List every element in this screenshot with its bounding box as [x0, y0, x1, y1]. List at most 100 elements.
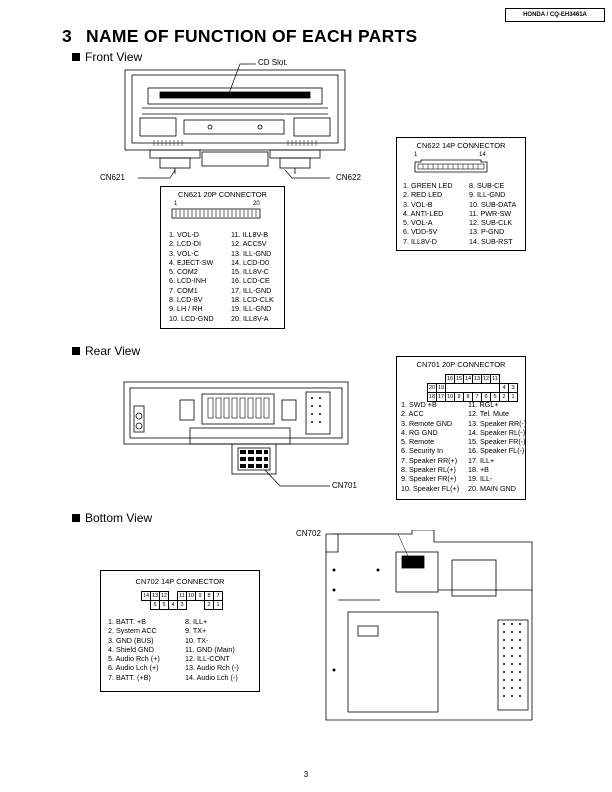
cn622-pin: 11. PWR-SW [469, 208, 512, 218]
cn622-pin: 10. SUB-DATA [469, 199, 517, 209]
grid-cell: 13 [472, 374, 482, 384]
cn701-pin: 4. RG GND [401, 427, 438, 437]
cn701-pin: 19. ILL- [468, 474, 493, 484]
bottom-view-drawing [325, 530, 533, 721]
grid-cell: 14 [141, 591, 151, 601]
grid-cell: 15 [454, 374, 464, 384]
grid-cell: 1 [213, 600, 223, 610]
cn702-pin: 11. GND (Main) [185, 644, 235, 654]
cn622-pin: 1. GREEN LED [403, 181, 453, 190]
cn621-pin: 11. ILL8V-B [231, 230, 269, 239]
cn702-pin: 4. Shield GND [108, 644, 154, 654]
cn701-connector-box: CN701 20P CONNECTOR 16 15 14 13 12 11 20… [396, 356, 526, 500]
cn701-pin: 17. ILL+ [468, 455, 495, 465]
cn702-label: CN702 [296, 529, 321, 538]
cn622-pin: 2. RED LED [403, 190, 443, 200]
grid-cell: 6 [150, 600, 160, 610]
grid-cell: 9 [195, 591, 205, 601]
square-bullet-icon [72, 53, 80, 61]
grid-cell: 19 [436, 383, 446, 393]
cn621-pin: 6. LCD-INH [169, 276, 207, 286]
square-bullet-icon [72, 347, 80, 355]
rear-view-heading: Rear View [72, 344, 140, 358]
cn702-pin: 1. BATT. +B [108, 617, 147, 626]
cn621-pin: 13. ILL-GND [231, 248, 272, 258]
model-tag: HONDA / CQ-EH3461A [505, 8, 605, 22]
grid-cell: 12 [159, 591, 169, 601]
cn621-pins-left: 1. VOL-D 2. LCD-DI 3. VOL-C 4. EJECT-SW … [169, 230, 214, 323]
cn621-pin: 9. LH / RH [169, 304, 203, 314]
grid-cell: 4 [499, 383, 509, 393]
cn622-pin-last: 14 [479, 152, 486, 158]
cn622-pins-right: 8. SUB-CE 9. ILL-GND 10. SUB-DATA 11. PW… [469, 181, 516, 246]
cn622-connector-box: CN622 14P CONNECTOR 1 14 1. GREEN LED 2.… [396, 137, 526, 251]
cn621-label: CN621 [100, 173, 125, 182]
grid-cell: 11 [490, 374, 500, 384]
cn701-pin: 15. Speaker FR(-) [468, 437, 526, 447]
cn701-pin: 5. Remote [401, 437, 435, 447]
cn702-pin: 5. Audio Rch (+) [108, 654, 160, 664]
cn701-pins-right: 11. RGL+ 12. Tel. Mute 13. Speaker RR(-)… [468, 400, 526, 493]
cn702-connector-box: CN702 14P CONNECTOR 14 13 12 11 10 9 8 7… [100, 570, 260, 692]
cn702-pins-right: 8. ILL+ 9. TX+ 10. TX- 11. GND (Main) 12… [185, 617, 239, 682]
cn702-pin: 8. ILL+ [185, 617, 208, 626]
bottom-view-heading: Bottom View [72, 511, 152, 525]
cn701-pin: 11. RGL+ [468, 400, 499, 409]
grid-cell [491, 384, 500, 393]
cn621-pin: 5. COM2 [169, 267, 198, 277]
cn702-pin: 2. System ACC [108, 626, 157, 636]
cn701-title: CN701 20P CONNECTOR [416, 360, 506, 369]
rear-view-drawing [123, 381, 349, 487]
grid-cell: 20 [427, 383, 437, 393]
cn702-pin: 10. TX- [185, 635, 209, 645]
cn621-pin: 16. LCD-CE [231, 276, 270, 286]
cn701-pin: 1. SWD +B [401, 400, 437, 409]
cn702-pin: 12. ILL-CONT [185, 654, 230, 664]
cn701-pin: 6. Security In [401, 446, 443, 456]
cn701-pin: 2. ACC [401, 409, 424, 419]
cn621-pins-right: 11. ILL8V-B 12. ACC5V 13. ILL-GND 14. LC… [231, 230, 274, 323]
cn702-pins-left: 1. BATT. +B 2. System ACC 3. GND (BUS) 4… [108, 617, 160, 682]
grid-cell: 7 [213, 591, 223, 601]
cn622-pin-first: 1 [414, 152, 418, 158]
cn621-pin: 3. VOL-C [169, 248, 199, 258]
square-bullet-icon [72, 514, 80, 522]
cn621-pin-last: 20 [253, 201, 260, 207]
grid-cell: 12 [481, 374, 491, 384]
grid-cell: 16 [445, 374, 455, 384]
cn621-pin: 8. LCD-8V [169, 295, 203, 305]
cn621-connector-icon [171, 208, 261, 219]
section-title: NAME OF FUNCTION OF EACH PARTS [86, 26, 418, 46]
grid-cell [500, 375, 509, 384]
cn702-pin-grid: 14 13 12 11 10 9 8 7 6 5 4 3 2 1 [141, 591, 223, 610]
cn702-pin: 6. Audio Lch (+) [108, 663, 159, 673]
cn701-pin: 20. MAIN GND [468, 483, 516, 493]
cn622-pin: 14. SUB-RST [469, 236, 513, 246]
grid-cell [169, 592, 178, 601]
cn702-pin: 14. Audio Lch (-) [185, 672, 238, 682]
grid-cell: 3 [508, 383, 518, 393]
cn702-pin: 9. TX+ [185, 626, 207, 636]
grid-cell: 14 [463, 374, 473, 384]
grid-cell: 1 [508, 392, 518, 402]
cn621-pin: 12. ACC5V [231, 239, 267, 249]
cn622-pin: 6. VDD-5V [403, 227, 438, 237]
cn701-pin: 10. Speaker FL(+) [401, 483, 460, 493]
grid-cell [187, 601, 196, 610]
grid-cell: 8 [204, 591, 214, 601]
cn701-pin: 14. Speaker RL(-) [468, 427, 526, 437]
cn621-pin: 18. LCD-CLK [231, 295, 274, 305]
grid-cell: 10 [186, 591, 196, 601]
cn702-pin: 3. GND (BUS) [108, 635, 154, 645]
cn622-pin: 7. ILL8V-D [403, 236, 437, 246]
cn701-label: CN701 [332, 481, 357, 490]
grid-cell [428, 375, 437, 384]
cn621-pin: 15. ILL8V-C [231, 267, 269, 277]
cn701-pin: 16. Speaker FL(-) [468, 446, 525, 456]
grid-cell: 13 [150, 591, 160, 601]
grid-cell [509, 375, 518, 384]
page-number: 3 [303, 770, 309, 779]
cn701-pins-left: 1. SWD +B 2. ACC 3. Remote GND 4. RG GND… [401, 400, 459, 493]
grid-cell [437, 375, 446, 384]
